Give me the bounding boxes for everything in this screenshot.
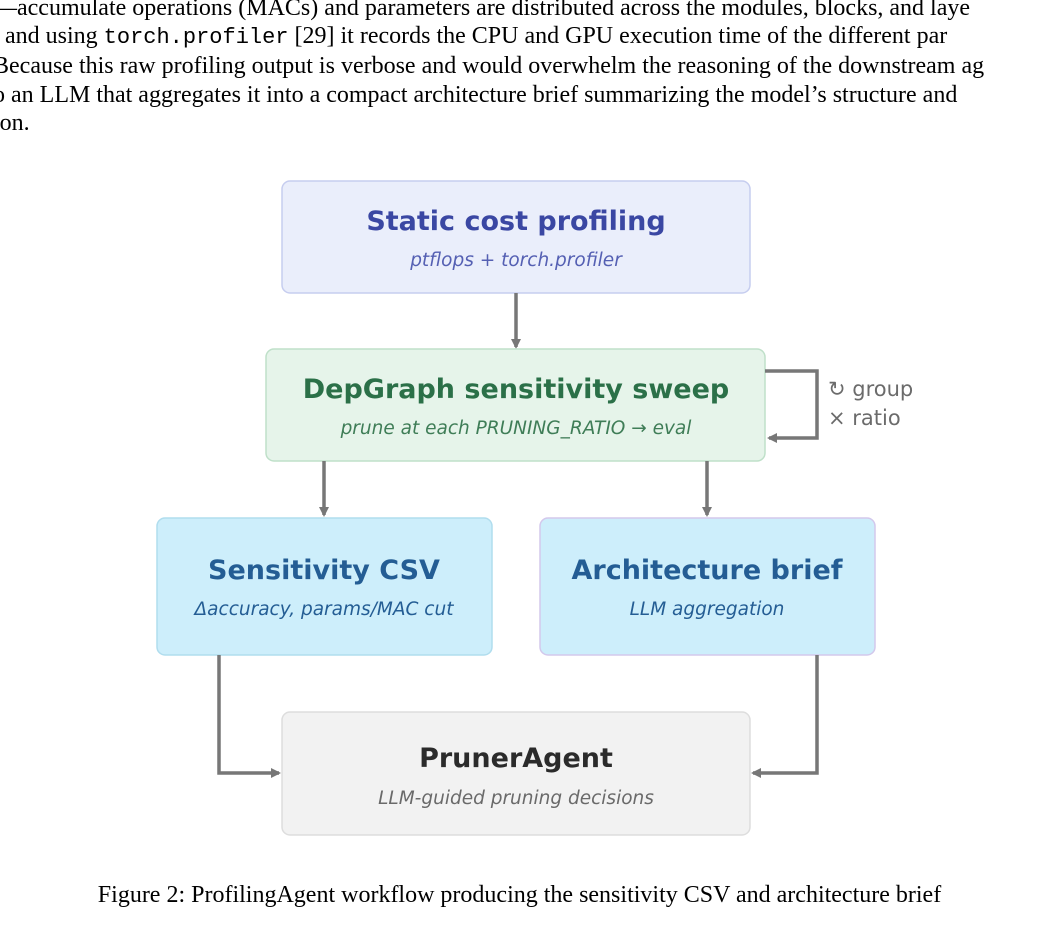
arrow-brief-to-pruner [751, 655, 819, 778]
sensitivity-sweep-title: DepGraph sensitivity sweep [303, 374, 730, 405]
loop-note-group: ↻ group [828, 377, 913, 401]
sensitivity-sweep-node: DepGraph sensitivity sweep prune at each… [265, 348, 766, 462]
body-text-line: o an LLM that aggregates it into a compa… [0, 81, 958, 108]
sensitivity-csv-subtitle: Δaccuracy, params/MAC cut [193, 599, 455, 620]
inline-code: torch.profiler [103, 25, 289, 51]
pruner-agent-node: PrunerAgent LLM-guided pruning decisions [281, 711, 751, 836]
sensitivity-sweep-subtitle: prune at each PRUNING_RATIO → eval [340, 418, 693, 439]
architecture-brief-title: Architecture brief [571, 555, 842, 586]
body-text-line: Because this raw profiling output is ver… [0, 53, 985, 80]
sensitivity-sweep-box [265, 348, 766, 462]
static-profiling-node: Static cost profiling ptflops + torch.pr… [281, 180, 751, 294]
sensitivity-csv-node: Sensitivity CSV Δaccuracy, params/MAC cu… [156, 517, 493, 656]
pruner-agent-title: PrunerAgent [419, 743, 613, 774]
sensitivity-csv-title: Sensitivity CSV [208, 555, 440, 586]
loop-arrow [765, 369, 819, 443]
architecture-brief-subtitle: LLM aggregation [630, 599, 785, 620]
architecture-brief-box [539, 517, 876, 656]
static-profiling-title: Static cost profiling [366, 206, 665, 237]
loop-note-ratio: × ratio [828, 406, 901, 430]
static-profiling-box [281, 180, 751, 294]
arrow-csv-to-pruner [217, 655, 281, 778]
body-text-line: —accumulate operations (MACs) and parame… [0, 0, 971, 21]
architecture-brief-node: Architecture brief LLM aggregation [539, 517, 876, 656]
body-text-fragment: [29] it records the CPU and GPU executio… [288, 23, 948, 50]
pruner-agent-box [281, 711, 751, 836]
body-text: —accumulate operations (MACs) and parame… [0, 0, 1039, 137]
figure-caption: Figure 2: ProfilingAgent workflow produc… [97, 882, 942, 908]
body-text-line: ion. [0, 109, 30, 136]
body-text-fragment: , and using [0, 23, 104, 50]
workflow-diagram: Static cost profiling ptflops + torch.pr… [156, 180, 913, 836]
pruner-agent-subtitle: LLM-guided pruning decisions [378, 788, 654, 809]
body-text-line: , and using torch.profiler [29] it recor… [0, 22, 1039, 52]
sensitivity-csv-box [156, 517, 493, 656]
static-profiling-subtitle: ptflops + torch.profiler [409, 250, 623, 271]
